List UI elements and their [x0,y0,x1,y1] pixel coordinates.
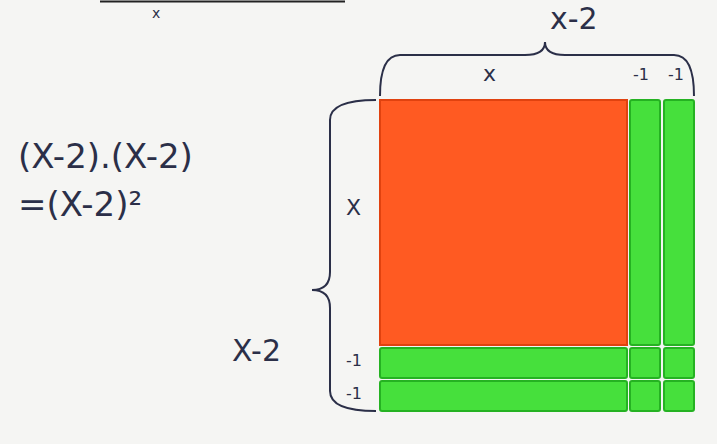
x-squared-tile [380,100,627,345]
x-strip-tile [664,100,694,345]
dimension-label: -1 [346,352,362,370]
rule-line [100,1,345,3]
unit-tile [630,381,660,411]
axis-label: x [152,6,160,21]
top-brace [380,42,694,96]
dimension-label: X [346,196,361,220]
x-strip-tile [380,381,627,411]
x-strip-tile [630,100,660,345]
dimension-label: x [483,62,496,86]
dimension-label: -1 [633,66,649,84]
dimension-label: X-2 [232,334,281,367]
dimension-label: x-2 [550,2,598,35]
left-brace [312,100,376,411]
x-strip-tile [380,348,627,378]
unit-tile [664,381,694,411]
expression: =(X-2)² [18,186,142,223]
unit-tile [630,348,660,378]
dimension-label: -1 [668,66,684,84]
unit-tile [664,348,694,378]
expression: (X-2).(X-2) [18,138,193,175]
dimension-label: -1 [346,385,362,403]
